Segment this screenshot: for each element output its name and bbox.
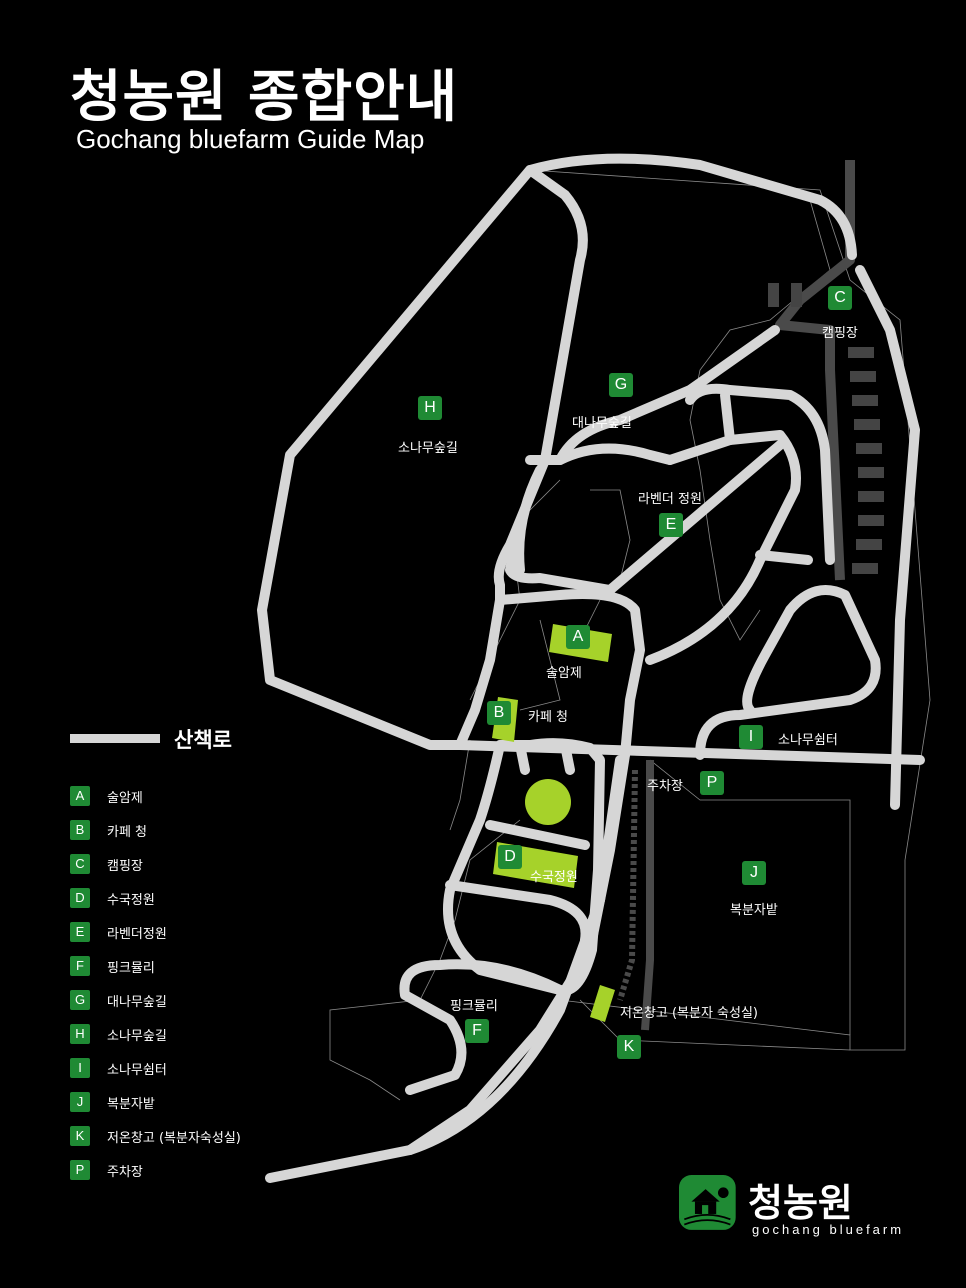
legend-badge: H [70,1024,90,1044]
marker-b[interactable]: B [487,701,511,725]
marker-h-label: 소나무숲길 [398,441,458,456]
legend-label: 소나무숲길 [107,1029,167,1044]
marker-i[interactable]: I [739,725,763,749]
legend-label: 수국정원 [107,893,155,908]
legend-badge: B [70,820,90,840]
logo-name: 청농원 [748,1180,853,1225]
walkway-legend-label: 산책로 [174,728,232,752]
legend-label: 술암제 [107,791,143,806]
legend-badge: A [70,786,90,806]
parking-strips [617,160,855,1031]
map-subtitle: Gochang bluefarm Guide Map [76,124,425,154]
marker-g[interactable]: G [609,373,633,397]
legend-badge: I [70,1058,90,1078]
pond-circle [525,779,571,825]
marker-c-label: 캠핑장 [822,326,858,341]
marker-b-label: 카페 청 [528,710,569,725]
marker-k[interactable]: K [617,1035,641,1059]
map-title: 청농원 종합안내 [70,65,459,130]
marker-g-label: 대나무숲길 [572,416,632,431]
marker-j-label: 복분자밭 [730,903,778,918]
legend-label: 주차장 [107,1165,143,1180]
legend-label: 라벤더정원 [107,927,167,942]
legend-label: 저온창고 (복분자숙성실) [107,1131,241,1146]
legend-label: 대나무숲길 [107,995,167,1010]
legend-badge: D [70,888,90,908]
marker-p-label: 주차장 [647,779,683,794]
legend-badge: K [70,1126,90,1146]
marker-p[interactable]: P [700,771,724,795]
marker-k-label: 저온창고 (복분자 숙성실) [620,1006,759,1021]
legend-label: 소나무쉼터 [107,1063,167,1078]
marker-j[interactable]: J [742,861,766,885]
legend-label: 캠핑장 [107,859,143,874]
marker-e-label: 라벤더 정원 [638,492,702,507]
legend-badge: P [70,1160,90,1180]
legend-label: 카페 청 [107,825,148,840]
marker-d-label: 수국정원 [530,870,578,885]
logo-tagline: gochang bluefarm [752,1222,905,1237]
farm-house-icon [679,1175,736,1230]
camping-sites [768,283,884,574]
legend-badge: C [70,854,90,874]
legend-badge: G [70,990,90,1010]
legend-label: 복분자밭 [107,1097,155,1112]
marker-f-label: 핑크뮬리 [450,999,498,1014]
marker-c[interactable]: C [828,286,852,310]
building-k [590,985,615,1022]
marker-a-label: 술암제 [546,666,582,681]
walkway-roads [257,153,925,1183]
terrain-outlines [329,169,931,1101]
marker-f[interactable]: F [465,1019,489,1043]
legend-badge: J [70,1092,90,1112]
legend-label: 핑크뮬리 [107,961,155,976]
legend-badge: E [70,922,90,942]
legend-badge: F [70,956,90,976]
marker-i-label: 소나무쉼터 [778,733,838,748]
marker-a[interactable]: A [566,625,590,649]
marker-h[interactable]: H [418,396,442,420]
marker-e[interactable]: E [659,513,683,537]
walkway-legend-line [70,734,160,743]
marker-d[interactable]: D [498,845,522,869]
